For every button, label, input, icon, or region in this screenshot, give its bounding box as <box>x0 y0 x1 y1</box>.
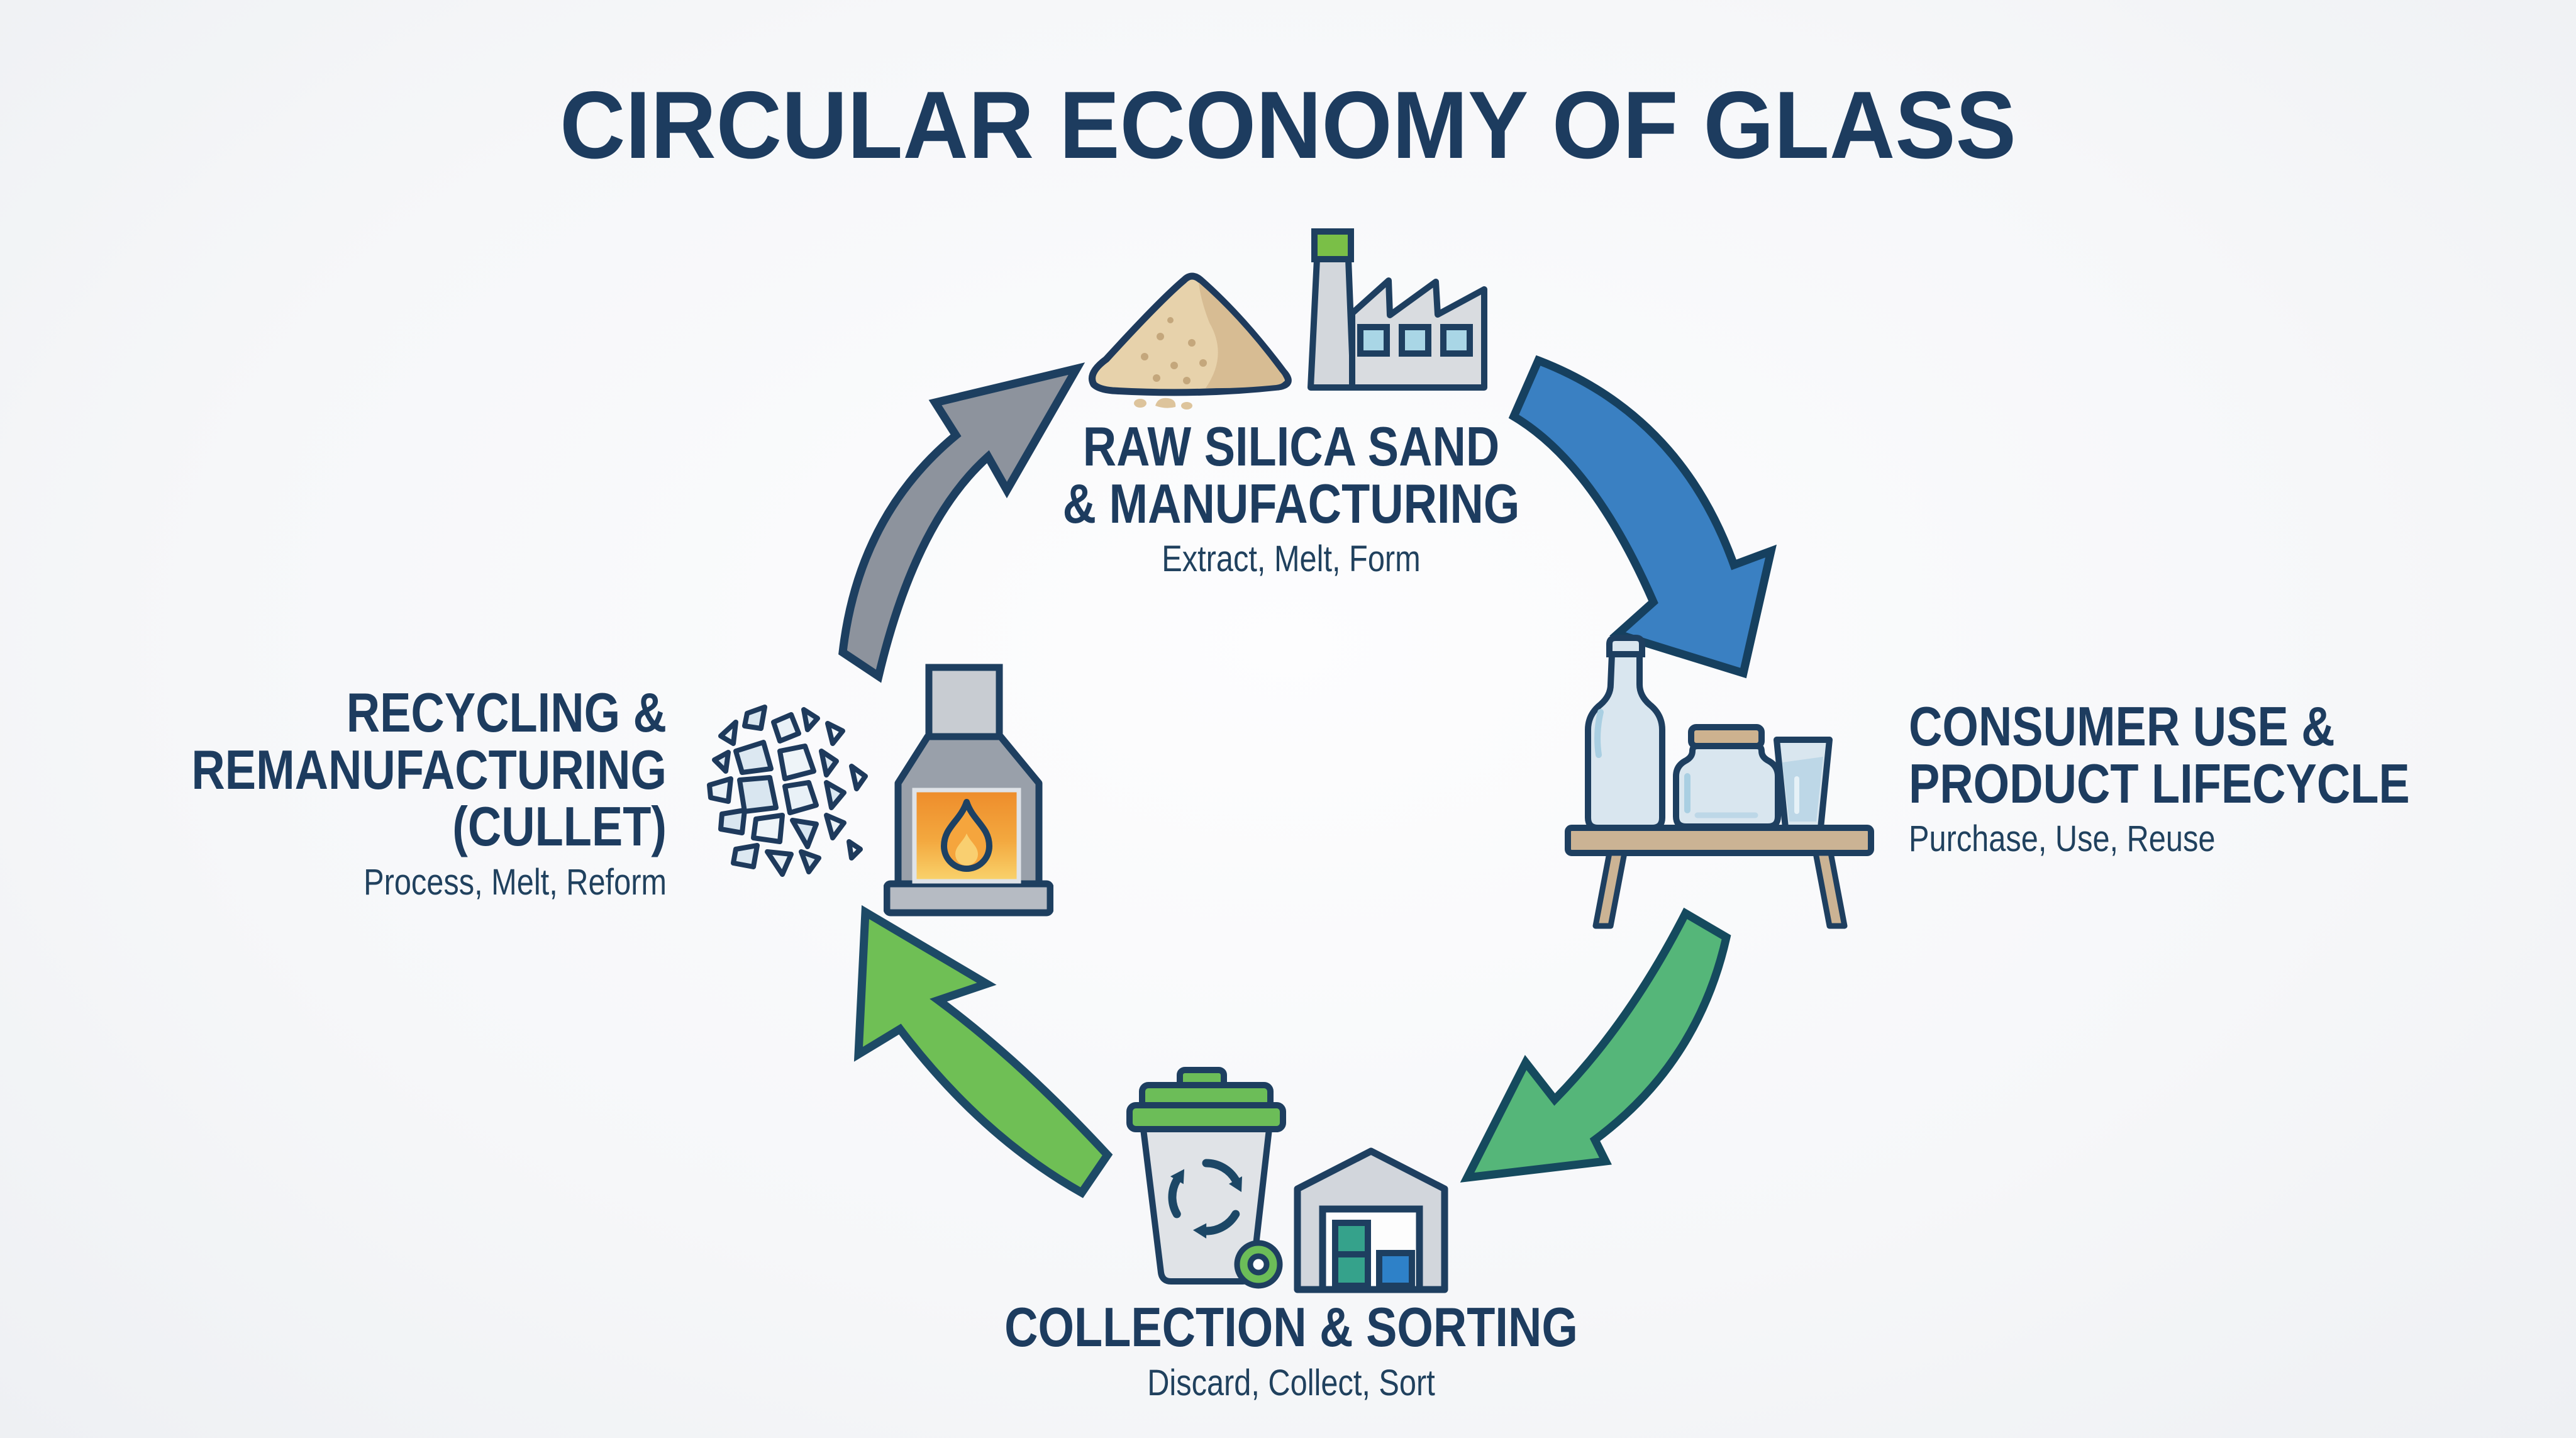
consumer-title-line2: PRODUCT LIFECYCLE <box>1909 752 2410 815</box>
recycling-label: RECYCLING & REMANUFACTURING (CULLET) Pro… <box>191 684 667 904</box>
manufacturing-to-consumer-arrow <box>1508 355 1777 679</box>
glassware-table-icon <box>1565 635 1874 929</box>
bottle-highlight <box>1594 709 1604 758</box>
factory-windows <box>1357 324 1473 357</box>
table-top <box>1565 825 1874 856</box>
consumer-to-collection-arrow <box>1460 907 1731 1183</box>
flame-core <box>955 833 978 866</box>
recycling-subtitle: Process, Melt, Reform <box>364 861 667 903</box>
furnace-chimney <box>925 664 1003 742</box>
recycling-title-line3: (CULLET) <box>452 795 667 858</box>
manufacturing-subtitle: Extract, Melt, Form <box>1162 538 1421 580</box>
furnace-base <box>884 880 1053 917</box>
sand-pile-icon <box>1089 272 1292 410</box>
manufacturing-title-line2: & MANUFACTURING <box>1062 472 1520 535</box>
consumer-subtitle: Purchase, Use, Reuse <box>1909 818 2216 860</box>
collection-subtitle: Discard, Collect, Sort <box>1147 1362 1435 1403</box>
collection-label: COLLECTION & SORTING Discard, Collect, S… <box>921 1296 1661 1405</box>
bin-wheel-hub <box>1247 1253 1270 1276</box>
sand-crumbs <box>1134 398 1192 410</box>
recycling-to-manufacturing-arrow <box>838 362 1085 683</box>
bin-lid <box>1126 1102 1286 1132</box>
melting-furnace-icon <box>884 664 1053 917</box>
page-title: CIRCULAR ECONOMY OF GLASS <box>560 72 2016 179</box>
factory-icon <box>1307 228 1487 391</box>
recycling-bin-icon <box>1126 1067 1286 1289</box>
sand-shade <box>1199 282 1284 389</box>
factory-chimney <box>1307 256 1357 391</box>
sorting-warehouse-icon <box>1294 1147 1448 1293</box>
recycle-symbol <box>1168 1159 1242 1239</box>
recycling-title-line1: RECYCLING & <box>346 681 667 744</box>
glass-water <box>1782 757 1823 822</box>
table-leg-left <box>1592 850 1628 929</box>
consumer-label: CONSUMER USE & PRODUCT LIFECYCLE Purchas… <box>1909 698 2437 861</box>
manufacturing-title-line1: RAW SILICA SAND <box>1082 415 1500 477</box>
collection-title: COLLECTION & SORTING <box>1004 1296 1578 1358</box>
blue-crate <box>1376 1250 1415 1289</box>
recycling-title-line2: REMANUFACTURING <box>191 738 667 801</box>
collection-to-recycling-arrow <box>853 905 1113 1198</box>
cullet-shards <box>707 705 868 877</box>
chimney-cap <box>1311 228 1354 262</box>
consumer-title-line1: CONSUMER USE & <box>1909 695 2335 757</box>
table-leg-right <box>1813 850 1848 929</box>
sand-grains <box>1141 317 1207 384</box>
glass-cullet-icon <box>707 705 868 877</box>
manufacturing-label: RAW SILICA SAND & MANUFACTURING Extract,… <box>974 418 1608 581</box>
